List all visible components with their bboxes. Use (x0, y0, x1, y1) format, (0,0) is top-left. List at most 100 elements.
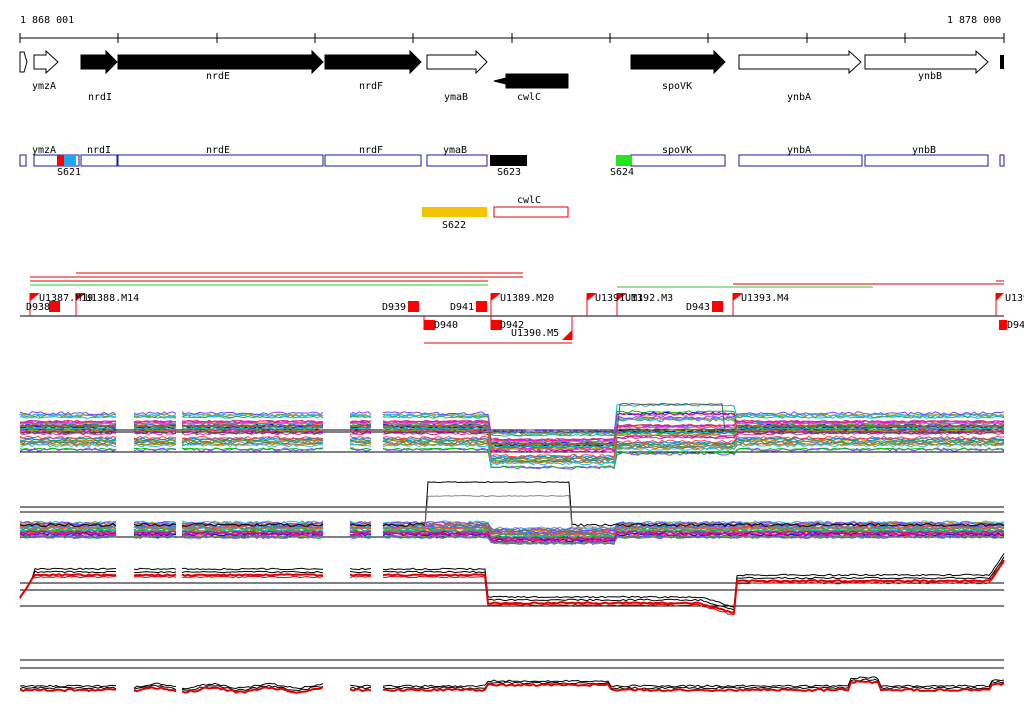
transcript-label-D938: D938 (26, 302, 50, 313)
annotation-label-ymzA: ymzA (32, 145, 56, 156)
annotation-box-ymzA[interactable] (33, 154, 80, 167)
expression-trace (19, 438, 1005, 460)
marker-U1387[interactable] (30, 293, 40, 301)
annotation-label-ynbB: ynbB (912, 145, 936, 156)
annotation-box-nrdE[interactable] (117, 154, 324, 167)
gene-arrow-ymaB[interactable] (426, 49, 488, 75)
segment-label-S622: S622 (442, 220, 466, 231)
expression-trace (19, 422, 1005, 443)
expression-trace (19, 411, 1005, 434)
marker-D940[interactable] (424, 320, 435, 330)
segment-S622[interactable] (422, 207, 487, 217)
transcript-label-U1389: U1389.M20 (500, 293, 554, 304)
marker-D942[interactable] (491, 320, 502, 330)
expression-trace (19, 402, 1004, 434)
transcript-label-D943: D943 (686, 302, 710, 313)
expression-trace (19, 443, 1005, 466)
annotation-box[interactable] (19, 154, 27, 167)
expression-trace (19, 680, 1005, 694)
expression-trace (19, 440, 1005, 463)
annotation-box-spoVK[interactable] (630, 154, 726, 167)
marker-D939[interactable] (408, 301, 419, 312)
marker-U1393[interactable] (733, 293, 743, 301)
expression-trace (20, 534, 1005, 545)
expression-panel-3 (19, 553, 1005, 616)
marker-U1391[interactable] (587, 293, 597, 301)
annotation-box-nrdF[interactable] (324, 154, 422, 167)
marker-D941[interactable] (476, 301, 487, 312)
marker-D94[interactable] (999, 320, 1007, 330)
expression-trace (19, 413, 1005, 437)
expression-trace (19, 531, 1005, 543)
segment-S621-part1[interactable] (57, 155, 64, 166)
transcript-label-D941: D941 (450, 302, 474, 313)
marker-D943[interactable] (712, 301, 723, 312)
expression-trace (19, 494, 1005, 531)
annotation-box[interactable] (999, 154, 1005, 167)
gene-arrow-spoVK[interactable] (630, 49, 726, 75)
gene-arrow-ynbA[interactable] (738, 49, 862, 75)
annotation-box-cwlC[interactable] (493, 206, 569, 218)
gene-label-ynbA: ynbA (787, 92, 811, 103)
gene-label-nrdI: nrdI (88, 92, 112, 103)
gene-arrow-nrdI[interactable] (80, 49, 118, 75)
annotation-label-ymaB: ymaB (443, 145, 467, 156)
annotation-label-nrdE: nrdE (206, 145, 230, 156)
transcript-label-U1392: U1392.M3 (625, 293, 673, 304)
marker-U139[interactable] (996, 293, 1004, 301)
gene-arrow-ymzA[interactable] (33, 49, 59, 75)
gene-arrow-ynbB[interactable] (864, 49, 989, 75)
gene-label-cwlC: cwlC (517, 92, 541, 103)
annotation-label-nrdF: nrdF (359, 145, 383, 156)
transcript-label-U1387: U1387.M19 (39, 293, 93, 304)
annotation-box-ymaB[interactable] (426, 154, 488, 167)
segment-label-S621: S621 (57, 167, 81, 178)
transcript-label-U139: U139 (1005, 293, 1024, 304)
expression-trace (19, 553, 1005, 608)
gene-arrow-nrdE[interactable] (117, 49, 324, 75)
marker-U1389[interactable] (491, 293, 501, 301)
transcript-label-U1390: U1390.M5 (511, 328, 559, 339)
expression-panel-2 (19, 481, 1005, 546)
expression-trace (19, 559, 1005, 614)
gene-label-spoVK: spoVK (662, 81, 692, 92)
gene-arrow[interactable] (19, 51, 28, 73)
gene-label-ynbB: ynbB (918, 71, 942, 82)
annotation-label-spoVK: spoVK (662, 145, 692, 156)
gene-label-ymaB: ymaB (444, 92, 468, 103)
expression-panel-4 (19, 659, 1005, 694)
segment-S624[interactable] (616, 155, 631, 166)
annotation-box-nrdI[interactable] (80, 154, 118, 167)
segment-track: S621 S622 S623 S624 (57, 155, 634, 231)
marker-U1390[interactable] (562, 330, 572, 340)
segment-S623[interactable] (490, 155, 527, 166)
coordinate-ruler: 1 868 001 1 878 000 (19, 15, 1005, 43)
expression-trace (19, 420, 1005, 441)
annotation-label-nrdI: nrdI (87, 145, 111, 156)
expression-trace (19, 481, 1005, 528)
gene-arrow[interactable] (1000, 55, 1004, 69)
expression-trace (19, 678, 1005, 692)
segment-label-S623: S623 (497, 167, 521, 178)
gene-track: ymzA nrdI nrdE nrdF ymaB cwlC spoVK ynbA… (19, 49, 1004, 103)
annotation-label-ynbA: ynbA (787, 145, 811, 156)
expression-trace (19, 561, 1005, 616)
expression-trace (19, 425, 1005, 447)
annotation-label-cwlC: cwlC (517, 195, 541, 206)
transcript-track: D938 U1387.M19 U1388.M14 D939 D940 D941 … (20, 272, 1024, 344)
expression-trace (19, 430, 1005, 453)
expression-trace (19, 556, 1005, 611)
marker-D938[interactable] (49, 301, 60, 312)
segment-S621-part2[interactable] (64, 155, 76, 166)
ruler-start-label: 1 868 001 (20, 15, 74, 26)
transcript-label-D940: D940 (434, 320, 458, 331)
expression-trace (19, 447, 1005, 469)
annotation-box-ynbA[interactable] (738, 154, 863, 167)
gene-arrow-cwlC[interactable] (493, 73, 569, 89)
marker-U1392[interactable] (617, 293, 627, 301)
gene-arrow-nrdF[interactable] (324, 49, 422, 75)
annotation-box-ynbB[interactable] (864, 154, 989, 167)
annotation-track: ymzA nrdI nrdE nrdF ymaB spoVK ynbA ynbB… (19, 145, 1005, 218)
marker-U1388[interactable] (76, 293, 86, 301)
